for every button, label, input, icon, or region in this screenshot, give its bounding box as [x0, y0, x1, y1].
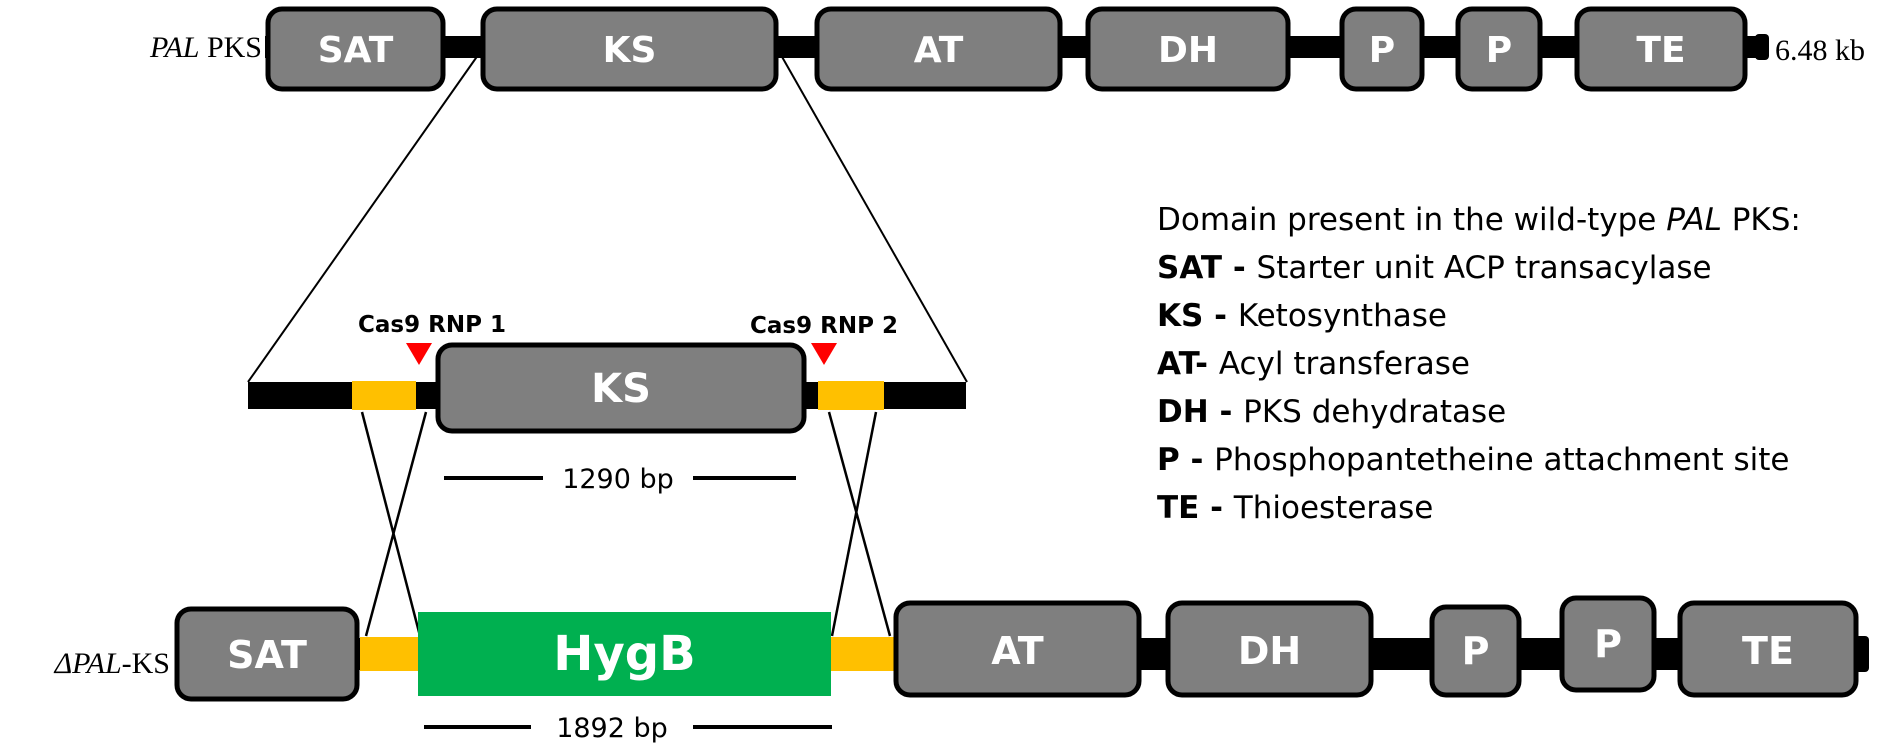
wild-type-domain-p1: P: [1339, 6, 1425, 92]
cas9-cut-marker-1: [406, 343, 432, 365]
legend-item-sat: SAT - Starter unit ACP transacylase: [1157, 250, 1712, 286]
crossover-line-right-1: [827, 411, 892, 637]
wild-type-domain-sat-label: SAT: [318, 30, 394, 71]
mutant-gene-label-italic: ΔPAL: [54, 647, 122, 680]
wild-type-domain-ks-label: KS: [603, 30, 657, 71]
wild-type-domain-at-label: AT: [914, 30, 964, 71]
wild-type-domain-sat: SAT: [265, 6, 446, 92]
mutant-pal-ks: ΔPAL-KS SAT HygB AT DH P P: [54, 595, 1869, 744]
wild-type-pal-pks: PAL PKS SAT KS AT DH P P TE: [149, 6, 1865, 92]
wild-type-gene-label-rest: PKS: [199, 31, 262, 64]
mutant-gene-label-rest: -KS: [122, 647, 170, 680]
crossover-line-right-2: [830, 411, 878, 637]
hygb-insert-label: HygB: [553, 626, 695, 682]
ks-length-label: 1290 bp: [562, 464, 674, 495]
legend-item-at: AT- Acyl transferase: [1157, 346, 1470, 382]
zoom-line-left: [247, 47, 484, 383]
cas9-rnp-1-label: Cas9 RNP 1: [358, 312, 506, 338]
homology-arm-right: [818, 381, 884, 410]
ks-zoom-region: KS Cas9 RNP 1 Cas9 RNP 2 1290 bp: [248, 312, 966, 495]
mutant-domain-p2: P: [1559, 595, 1657, 693]
mutant-domain-te: TE: [1677, 600, 1859, 698]
wild-type-domain-p1-label: P: [1369, 30, 1395, 71]
crossover-line-left-1: [360, 411, 422, 637]
legend-item-p: P - Phosphopantetheine attachment site: [1157, 442, 1789, 478]
wild-type-domain-p2: P: [1455, 6, 1543, 92]
wild-type-domain-dh-label: DH: [1158, 30, 1218, 71]
cas9-cut-marker-2: [811, 343, 837, 365]
legend-item-dh: DH - PKS dehydratase: [1157, 394, 1506, 430]
mutant-domain-p1: P: [1429, 604, 1522, 698]
mutant-domain-p2-label: P: [1594, 622, 1622, 666]
hygb-insert: HygB: [418, 612, 831, 696]
wild-type-backbone-end: [1755, 34, 1769, 60]
zoom-domain-ks: KS: [435, 342, 807, 434]
mutant-homology-arm-left: [360, 637, 420, 671]
wild-type-domain-p2-label: P: [1486, 30, 1512, 71]
domain-legend: Domain present in the wild-type PAL PKS:…: [1157, 202, 1801, 526]
mutant-domain-p1-label: P: [1462, 629, 1490, 673]
mutant-gene-label: ΔPAL-KS: [54, 647, 170, 680]
wild-type-gene-size: 6.48 kb: [1775, 34, 1865, 67]
legend-item-te: TE - Thioesterase: [1157, 490, 1433, 526]
mutant-domain-at-label: AT: [991, 629, 1043, 673]
wild-type-gene-label-italic: PAL: [149, 31, 199, 64]
mutant-domain-dh: DH: [1165, 600, 1374, 698]
wild-type-domain-ks: KS: [480, 6, 779, 92]
wild-type-domain-te-label: TE: [1636, 30, 1685, 71]
legend-title: Domain present in the wild-type PAL PKS:: [1157, 202, 1801, 238]
wild-type-domain-te: TE: [1574, 6, 1748, 92]
crossover-line-left-2: [364, 411, 428, 637]
wild-type-domain-at: AT: [814, 6, 1063, 92]
mutant-domain-te-label: TE: [1742, 629, 1794, 673]
mutant-domain-sat-label: SAT: [227, 633, 307, 677]
cas9-rnp-2-label: Cas9 RNP 2: [750, 313, 898, 339]
hygb-length-label: 1892 bp: [556, 713, 668, 744]
mutant-domain-dh-label: DH: [1238, 629, 1301, 673]
homology-arm-left: [352, 381, 416, 410]
recombination-crossovers: [360, 411, 892, 637]
zoom-line-right: [776, 47, 968, 383]
wild-type-domain-dh: DH: [1085, 6, 1291, 92]
mutant-domain-at: AT: [893, 600, 1142, 698]
wild-type-gene-label: PAL PKS: [149, 31, 262, 64]
mutant-domain-sat: SAT: [174, 606, 360, 702]
zoom-domain-ks-label: KS: [591, 366, 651, 412]
legend-item-ks: KS - Ketosynthase: [1157, 298, 1447, 334]
mutant-homology-arm-right: [831, 637, 894, 671]
